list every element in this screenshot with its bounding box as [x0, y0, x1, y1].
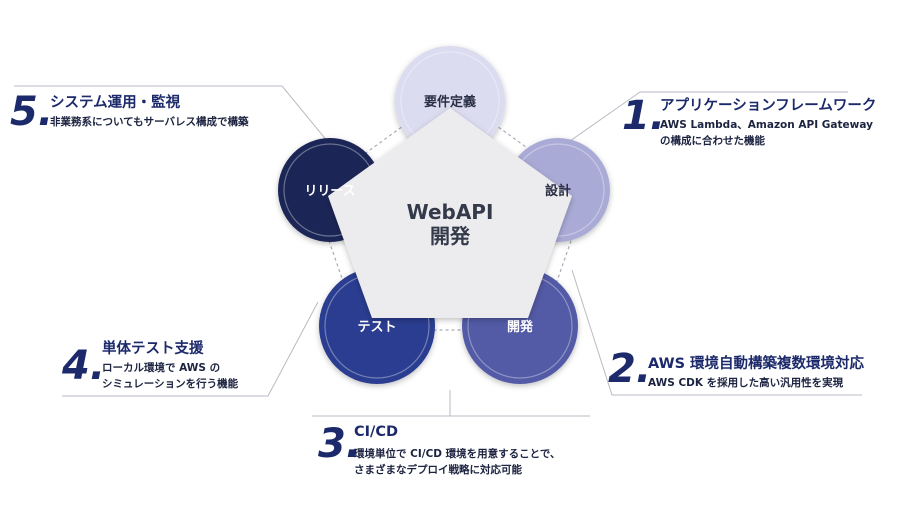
note-4-desc-line-2: シミュレーションを行う機能	[102, 378, 239, 390]
center-subtitle: 開発	[430, 224, 471, 248]
leader-line-4	[62, 301, 319, 397]
note-2-number: 2.	[608, 346, 652, 392]
phase-test-label: テスト	[357, 320, 396, 335]
note-1-title: アプリケーションフレームワーク	[660, 98, 877, 114]
leader-line-1	[559, 91, 848, 149]
leader-line-5	[14, 85, 329, 143]
note-5-title: システム運用・監視	[50, 95, 181, 111]
note-3-title: CI/CD	[354, 424, 399, 440]
note-5-desc-line-1: 非業務系についてもサーバレス構成で構築	[50, 116, 249, 128]
phase-requirements-label: 要件定義	[424, 94, 476, 110]
phase-release-label: リリース	[304, 184, 355, 199]
leader-lines	[14, 85, 862, 417]
note-2-title: AWS 環境自動構築複数環境対応	[648, 356, 865, 372]
center-title: WebAPI	[407, 200, 494, 224]
note-4-desc-line-1: ローカル環境で AWS の	[102, 362, 221, 374]
leader-line-2	[571, 269, 862, 396]
note-3-number: 3.	[318, 421, 362, 467]
phase-development-label: 開発	[507, 319, 534, 335]
note-3-desc-line-1: 環境単位で CI/CD 環境を用意することで、	[354, 448, 561, 460]
note-1-desc-line-2: の構成に合わせた機能	[660, 135, 765, 147]
note-5-number: 5.	[10, 89, 54, 135]
note-2-desc-line-1: AWS CDK を採用した高い汎用性を実現	[648, 377, 844, 389]
note-4-title: 単体テスト支援	[102, 341, 204, 357]
note-4-number: 4.	[62, 343, 106, 389]
center-pentagon	[328, 108, 572, 318]
note-3-desc-line-2: さまざまなデプロイ戦略に対応可能	[354, 464, 522, 476]
note-1-desc-line-1: AWS Lambda、Amazon API Gateway	[660, 119, 873, 131]
leader-line-3	[449, 390, 590, 417]
phase-design-label: 設計	[545, 183, 571, 199]
note-1-number: 1.	[622, 93, 666, 139]
